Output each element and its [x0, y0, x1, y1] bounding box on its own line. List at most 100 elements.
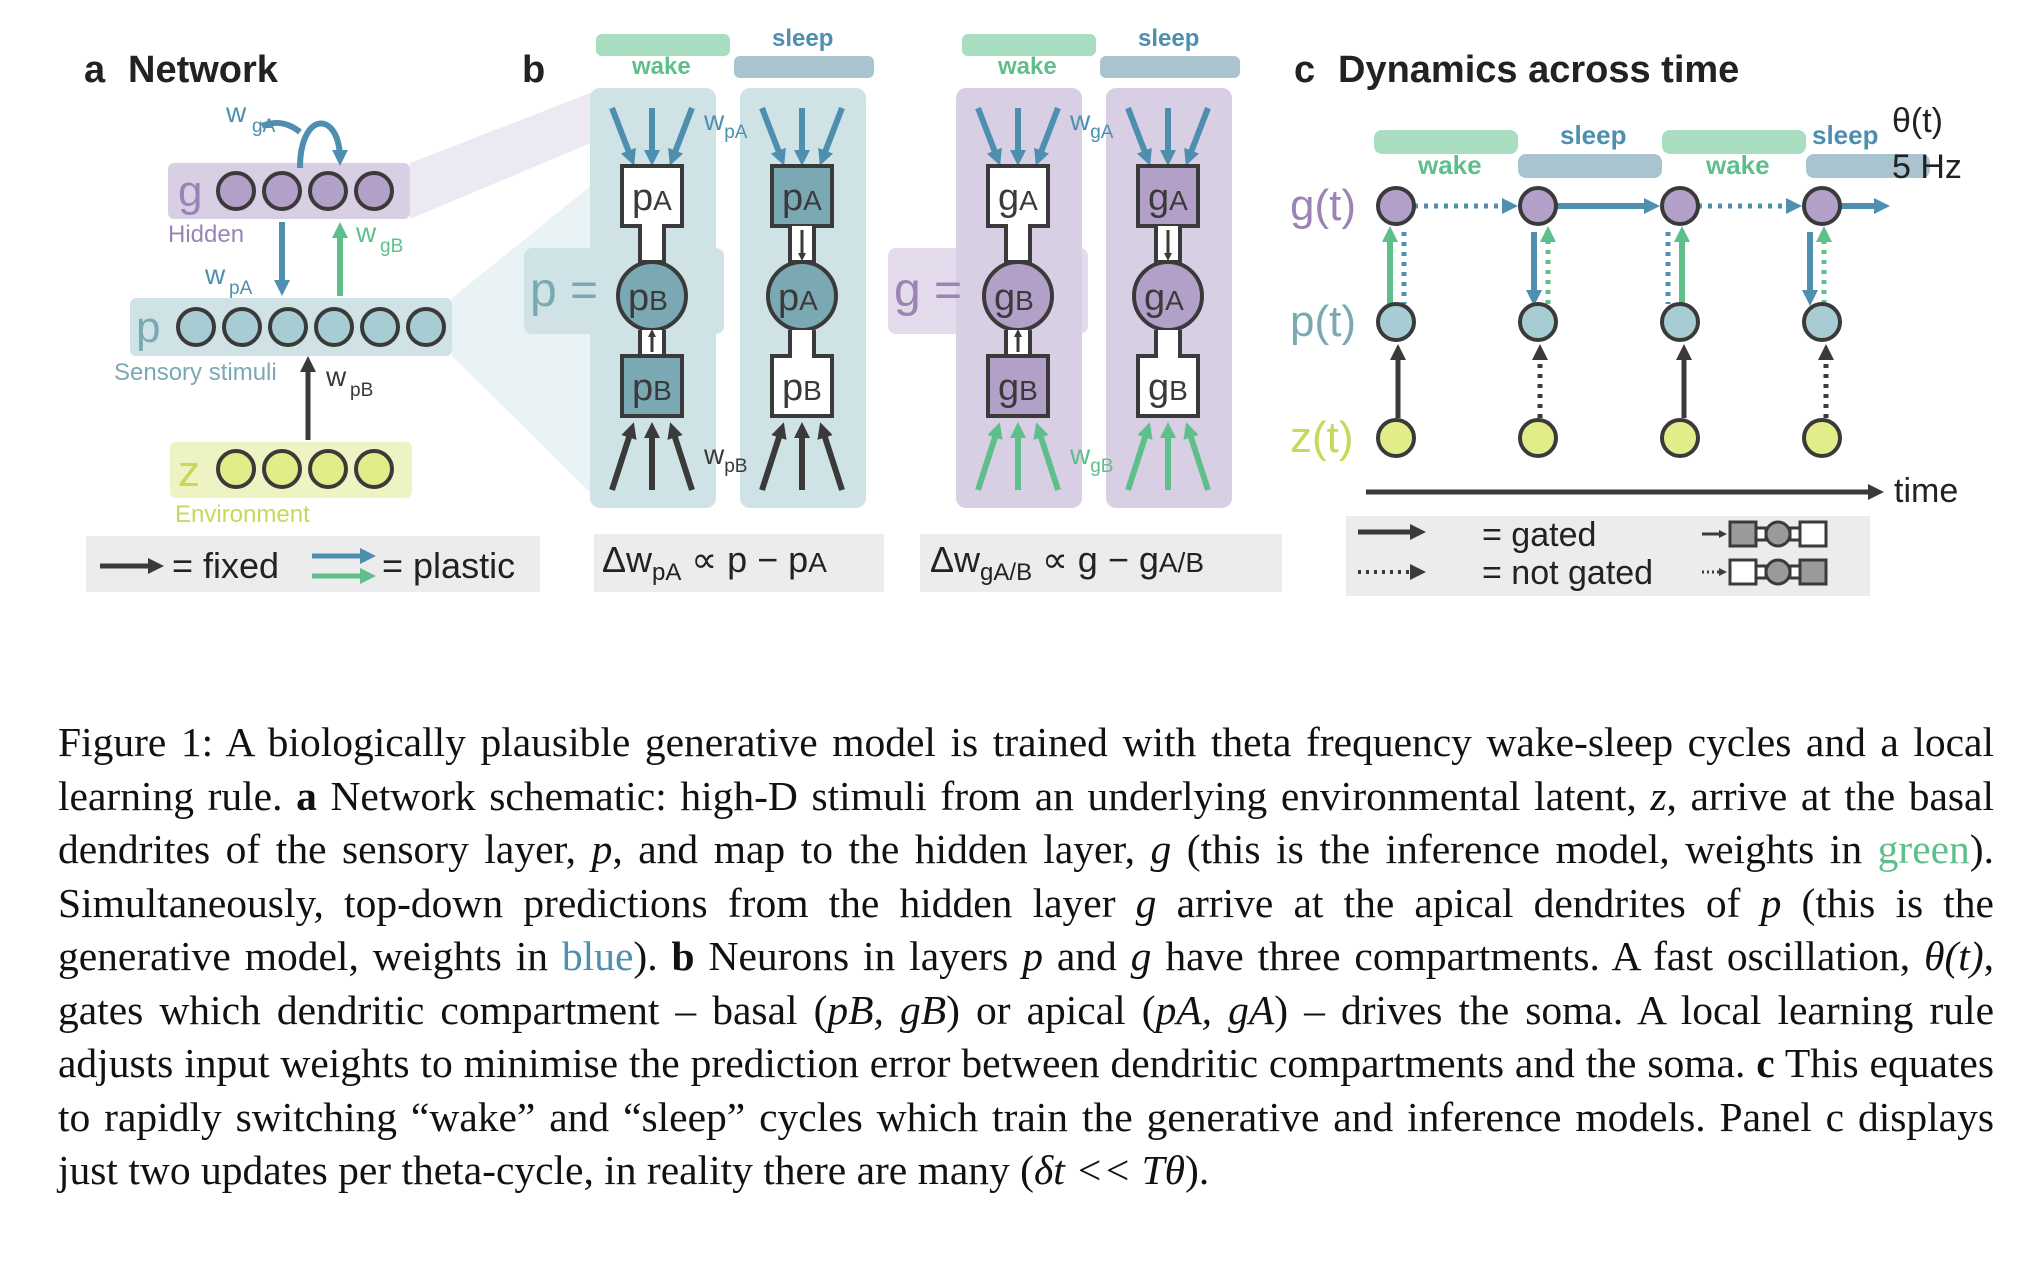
legend-plastic-text: = plastic	[382, 545, 515, 586]
gA-wake: gA	[998, 177, 1038, 219]
gB-soma-wake: gB	[994, 277, 1034, 319]
caption-s12: have three compartments. A fast oscillat…	[1151, 933, 1925, 979]
caption-b: b	[671, 933, 695, 979]
panel-a-title: Network	[128, 49, 279, 91]
theta-sleep-2	[1806, 154, 1930, 178]
panel-c-title: Dynamics across time	[1338, 49, 1739, 91]
w-gB-sub: gB	[380, 236, 403, 257]
w-gA-label: w	[225, 97, 247, 128]
panel-a-letter: a	[84, 49, 106, 91]
panel-a: a Network g Hidden w gA w pA w gB p Sens…	[84, 49, 598, 592]
caption-c: c	[1756, 1040, 1775, 1086]
hidden-label: Hidden	[168, 221, 244, 248]
b-w-gB-label: wgB	[1069, 439, 1113, 477]
c-wake-1: wake	[1417, 150, 1482, 180]
g-equals: g =	[894, 264, 962, 317]
sleep-bar-p	[734, 56, 874, 78]
theta-label: θ(t)	[1892, 102, 1943, 140]
caption-s10: Neurons in layers	[694, 933, 1023, 979]
sleep-bar-g	[1100, 56, 1240, 78]
caption-s6: ). Simultaneously, top-down predictions …	[58, 826, 1994, 926]
wake-bar-p	[596, 34, 730, 56]
caption-a: a	[296, 772, 317, 819]
caption-s11: and	[1042, 933, 1131, 979]
gB-wake: gB	[998, 367, 1038, 409]
caption-s15: ) – drives the soma. A local learning ru…	[58, 986, 1995, 1087]
rule-p-box	[594, 534, 884, 592]
c-sleep-1: sleep	[1560, 120, 1627, 150]
freq-label: 5 Hz	[1892, 148, 1962, 186]
pB-sleep: pB	[782, 367, 822, 409]
g-wake-neuron	[975, 106, 1061, 491]
wake-label-g: wake	[997, 53, 1057, 80]
rule-g-box	[920, 534, 1282, 592]
caption-s14: ) or apical (	[946, 986, 1156, 1033]
pA-soma-sleep: pA	[778, 277, 818, 319]
b-w-gA-label: wgA	[1069, 105, 1114, 143]
caption-s9: ).	[633, 933, 672, 979]
p-neurons	[176, 307, 446, 347]
caption-s1: A biologically plausible generative mode…	[58, 719, 1994, 819]
w-pB-label: w	[325, 361, 347, 392]
caption-blue-word: blue	[561, 933, 634, 979]
caption-green-word: green	[1877, 826, 1970, 872]
gB-sleep: gB	[1148, 367, 1188, 409]
p-layer-label: p	[136, 303, 160, 352]
rule-p: ΔwpA ∝ p − pA	[602, 539, 827, 586]
theta-wake-1	[1374, 130, 1518, 154]
sleep-label-p: sleep	[772, 25, 833, 52]
w-gA-loop	[260, 119, 302, 135]
w-gA-recurrent-arrow	[297, 120, 348, 169]
wake-label-p: wake	[631, 53, 691, 80]
caption-p3: p	[1022, 933, 1043, 979]
figure-1-diagram: a Network g Hidden w gA w pA w gB p Sens…	[84, 25, 1962, 596]
caption-s8: (this is the generative model, weights i…	[58, 879, 1994, 980]
g-t-label: g(t)	[1290, 181, 1356, 230]
mini-neuron-not-gated	[1702, 558, 1828, 586]
c-wake-2: wake	[1705, 150, 1770, 180]
panel-b-letter: b	[522, 49, 545, 91]
g-neurons	[216, 171, 394, 211]
gA-soma-sleep: gA	[1144, 277, 1184, 319]
p-equals: p =	[530, 264, 598, 317]
c-sleep-2: sleep	[1812, 120, 1879, 150]
b-w-pB-label: wpB	[703, 439, 747, 477]
caption-s3: , arrive at the basal dendrites of the s…	[58, 772, 1995, 873]
caption-s13: , gates which dendritic compartment – ba…	[58, 933, 1995, 1033]
w-pA-sub: pA	[229, 278, 253, 299]
zoom-wedge-p	[452, 180, 598, 500]
g-sleep-neuron	[1125, 106, 1211, 491]
p-t-label: p(t)	[1290, 297, 1356, 346]
c-nodes	[1376, 186, 1842, 458]
panel-c-letter: c	[1294, 49, 1315, 91]
mini-neuron-gated	[1702, 520, 1828, 548]
time-label: time	[1894, 472, 1958, 510]
panel-b: b wake sleep p = pA pB pB	[522, 25, 1282, 592]
theta-wake-2	[1662, 130, 1806, 154]
caption-z: z	[1650, 772, 1667, 819]
sensory-label: Sensory stimuli	[114, 359, 277, 386]
p-sleep-neuron	[759, 106, 845, 491]
legend-gated: = gated	[1482, 516, 1596, 554]
w-pB-sub: pB	[350, 380, 373, 401]
caption-p2: p	[1760, 879, 1782, 926]
b-w-pA-label: wpA	[703, 105, 748, 143]
caption-theta: θ(t)	[1924, 933, 1984, 979]
caption-s5: (this is the inference model, weights in	[1171, 826, 1878, 872]
pA-sleep: pA	[782, 177, 822, 219]
z-t-label: z(t)	[1290, 413, 1354, 462]
caption-g2: g	[1135, 879, 1157, 926]
z-neurons	[216, 449, 394, 489]
legend-not-gated: = not gated	[1482, 554, 1653, 592]
gA-sleep: gA	[1148, 177, 1188, 219]
panel-c: c Dynamics across time wake sleep wake s…	[1290, 49, 1962, 596]
caption-g: g	[1150, 826, 1172, 872]
caption-s4: , and map to the hidden layer,	[612, 826, 1151, 872]
w-gA-sub: gA	[252, 116, 276, 137]
caption-s16: This equates to rapidly switching “wake”…	[58, 1040, 1994, 1193]
legend-fixed-text: = fixed	[172, 545, 279, 586]
pB-wake: pB	[632, 367, 672, 409]
caption-pB-gB: pB, gB	[827, 986, 947, 1033]
zoom-wedge-g	[410, 90, 598, 219]
caption-s17: ).	[1185, 1147, 1210, 1193]
